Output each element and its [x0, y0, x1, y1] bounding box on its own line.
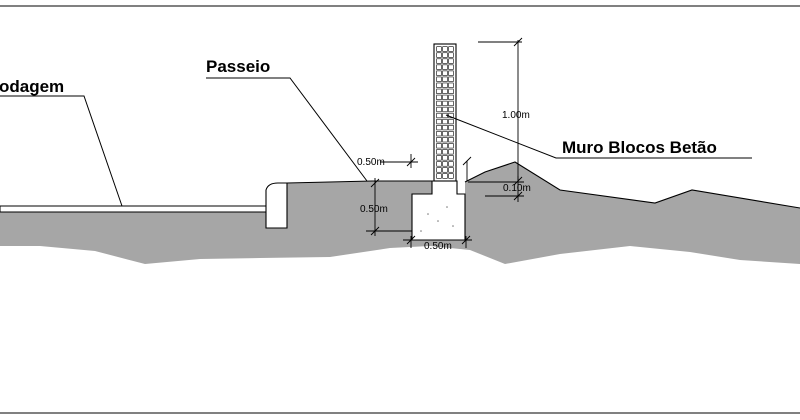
- wall-block-cell: [448, 173, 454, 179]
- dimension-wall-height: [478, 37, 523, 186]
- dimension-mound-offset-label: 0.10m: [503, 183, 531, 194]
- wall-block-cell: [448, 58, 454, 64]
- passeio-leader: [206, 77, 368, 182]
- wall-block-cell: [442, 167, 448, 173]
- wall-block-cell: [448, 82, 454, 88]
- wall-block-cell: [448, 76, 454, 82]
- wall-block-cell: [442, 155, 448, 161]
- wall-block-cell: [442, 70, 448, 76]
- wall-block-cell: [442, 149, 448, 155]
- road-surface: [0, 205, 267, 213]
- wall-block-cell: [442, 64, 448, 70]
- wall-block-cell: [442, 131, 448, 137]
- wall-block-cell: [448, 124, 454, 131]
- wall-block-cell: [436, 155, 442, 161]
- ground-section: [0, 162, 800, 264]
- dimension-mound-offset: [462, 156, 524, 202]
- wall-block-cell: [442, 100, 448, 107]
- passeio-label: Passeio: [206, 57, 270, 76]
- wall-block-cell: [448, 52, 454, 58]
- wall-block-cell: [436, 52, 442, 58]
- concrete-block-wall: [433, 43, 457, 182]
- wall-block-cell: [448, 149, 454, 155]
- wall-block-cell: [442, 46, 448, 52]
- wall-block-cell: [436, 137, 442, 143]
- wall-block-cell: [442, 58, 448, 64]
- wall-block-cell: [442, 82, 448, 88]
- wall-block-cell: [448, 161, 454, 167]
- wall-block-cell: [436, 82, 442, 88]
- wall-block-cell: [436, 124, 442, 131]
- wall-block-cell: [442, 143, 448, 149]
- wall-block-cell: [436, 76, 442, 82]
- sidewalk-top-edge: [286, 180, 432, 184]
- dimension-passeio-width-label: 0.50m: [357, 157, 385, 168]
- wall-block-cell: [448, 88, 454, 94]
- wall-block-cell: [436, 106, 442, 113]
- wall-block-cell: [436, 143, 442, 149]
- wall-block-cell: [448, 118, 454, 125]
- wall-block-cell: [436, 64, 442, 70]
- wall-block-cell: [442, 88, 448, 94]
- wall-block-cell: [442, 94, 448, 101]
- wall-block-cell: [436, 94, 442, 101]
- wall-block-cell: [436, 88, 442, 94]
- wall-block-cell: [436, 131, 442, 137]
- wall-block-cell: [448, 137, 454, 143]
- wall-block-cell: [436, 112, 442, 119]
- dimension-foundation-height-label: 0.50m: [360, 204, 388, 215]
- wall-block-cell: [448, 131, 454, 137]
- wall-block-cell: [448, 100, 454, 107]
- wall-block-cell: [448, 167, 454, 173]
- wall-block-cell: [448, 106, 454, 113]
- rodagem-label: odagem: [0, 77, 64, 96]
- wall-block-cell: [442, 161, 448, 167]
- wall-block-cell: [442, 106, 448, 113]
- wall-block-cell: [436, 161, 442, 167]
- wall-outline: [433, 43, 457, 182]
- wall-block-cell: [448, 70, 454, 76]
- terrain-edge-right: [464, 161, 800, 209]
- wall-block-cell: [436, 100, 442, 107]
- wall-block-cell: [442, 124, 448, 131]
- wall-block-cell: [436, 46, 442, 52]
- wall-block-cell: [442, 118, 448, 125]
- wall-block-cell: [436, 58, 442, 64]
- wall-block-cell: [448, 46, 454, 52]
- muro-label: Muro Blocos Betão: [562, 138, 717, 157]
- dimension-foundation-width: [403, 235, 472, 248]
- curb: [265, 182, 288, 229]
- dimension-wall-height-label: 1.00m: [502, 110, 530, 121]
- wall-block-cell: [436, 149, 442, 155]
- wall-block-cell: [448, 94, 454, 101]
- wall-block-cell: [436, 173, 442, 179]
- rodagem-leader: [0, 95, 123, 207]
- wall-block-cell: [442, 52, 448, 58]
- wall-block-cell: [436, 118, 442, 125]
- dimension-passeio-width: [380, 154, 418, 168]
- wall-block-cell: [442, 76, 448, 82]
- dimension-foundation-height: [366, 178, 412, 236]
- wall-block-cell: [448, 143, 454, 149]
- wall-block-cell: [436, 167, 442, 173]
- wall-block-cell: [436, 70, 442, 76]
- wall-block-cell: [448, 64, 454, 70]
- wall-block-cell: [448, 155, 454, 161]
- wall-block-cell: [442, 137, 448, 143]
- dimension-foundation-width-label: 0.50m: [424, 241, 452, 252]
- foundation-hatch-dots: [420, 206, 454, 232]
- wall-block-cell: [442, 173, 448, 179]
- muro-leader: [445, 114, 752, 159]
